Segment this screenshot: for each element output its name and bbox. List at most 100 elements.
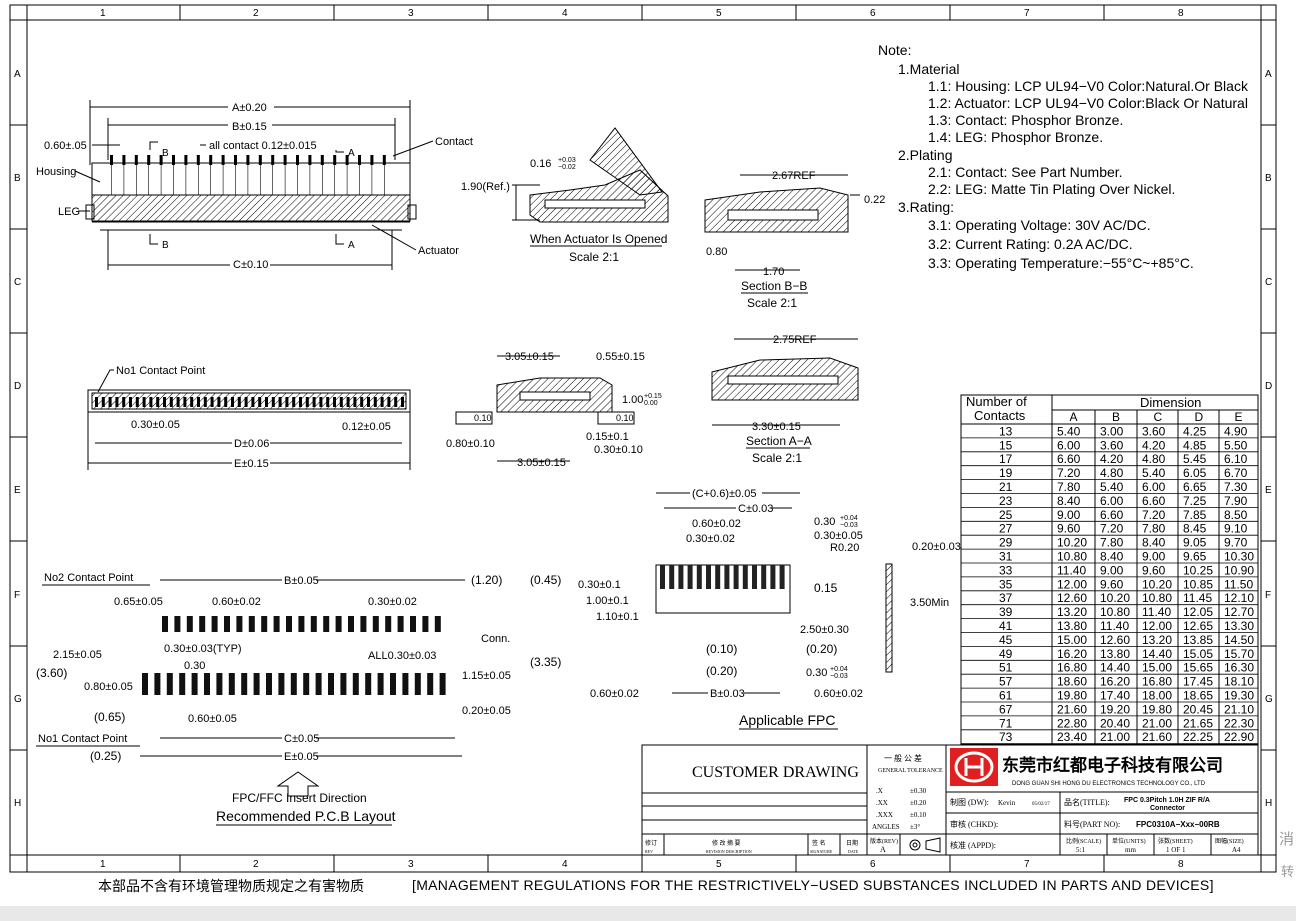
grid-col-label: 8: [1178, 859, 1184, 870]
notes-block: Note: 1.Material 1.1: Housing: LCP UL94−…: [878, 42, 1249, 271]
table-cell: 10.25: [1183, 563, 1213, 577]
table-cell: 21.60: [1142, 730, 1172, 744]
insert-arrow-icon: [276, 771, 320, 797]
table-cell: 16.20: [1100, 675, 1130, 689]
dim-fpc-030b-dn: −0.03: [840, 522, 858, 529]
grid-row-label: H: [1265, 798, 1272, 809]
pcb-pad: [328, 673, 334, 695]
dim-A: A±0.20: [232, 102, 267, 114]
table-cell: 6.10: [1224, 452, 1248, 466]
caption-fpc: Applicable FPC: [739, 712, 836, 728]
section-aa: 2.75REF 3.30±0.15 Section A−A Scale 2:1: [711, 334, 859, 465]
company-name-zh: 东莞市红都电子科技有限公司: [1002, 755, 1223, 775]
grid-col-label: 2: [253, 8, 259, 19]
dim-fpc-030b: 0.30: [814, 516, 835, 528]
table-cell: 23: [999, 494, 1013, 508]
table-cell: 18.10: [1224, 675, 1254, 689]
grid-col-label: 4: [562, 8, 568, 19]
grid-col-label: 7: [1024, 859, 1030, 870]
grid-col-label: 1: [100, 859, 106, 870]
table-cell: 15: [999, 438, 1013, 452]
table-cell: 16.80: [1142, 675, 1172, 689]
leg-right: [407, 204, 417, 220]
pcb-pad: [154, 673, 161, 695]
grid-row-label: H: [14, 798, 21, 809]
pcb-pad: [427, 673, 434, 695]
label-insert: FPC/FFC Insert Direction: [232, 791, 367, 805]
grid-row-label: F: [1265, 590, 1271, 601]
table-cell: 8.40: [1100, 550, 1124, 564]
dim-pcb-020: 0.20±0.05: [462, 705, 511, 717]
front-pin: [210, 397, 214, 407]
contact-pin: [147, 155, 151, 165]
dim-pcb-060a: 0.60±0.02: [212, 596, 261, 608]
table-cell: 9.60: [1100, 577, 1124, 591]
value-drawn-date: 05/02/17: [1032, 802, 1050, 807]
table-cell: 9.05: [1183, 536, 1207, 550]
pcb-pad: [286, 616, 292, 632]
caption-aa-scale: Scale 2:1: [752, 451, 802, 465]
leg-left: [85, 204, 95, 220]
table-cell: 4.80: [1100, 466, 1124, 480]
fpc-finger: [660, 565, 665, 589]
table-col-header: A: [1070, 410, 1078, 424]
dim-pcb-065: 0.65±0.05: [114, 596, 163, 608]
table-cell: 10.30: [1224, 550, 1254, 564]
table-cell: 5.45: [1183, 452, 1207, 466]
pcb-pad: [365, 673, 372, 695]
grid-row-label: C: [14, 277, 21, 288]
table-cell: 16.20: [1057, 647, 1087, 661]
table-cell: 37: [999, 591, 1013, 605]
dim-pcb-045: (0.45): [530, 573, 561, 587]
table-cell: 6.65: [1183, 480, 1207, 494]
label-conn: Conn.: [481, 633, 510, 645]
pcb-pad: [186, 616, 193, 632]
table-cell: 12.00: [1142, 619, 1172, 633]
table-cell: 9.00: [1100, 563, 1124, 577]
note-line: 1.4: LEG: Phosphor Bronze.: [928, 129, 1103, 145]
pcb-pad: [372, 616, 379, 632]
table-head-1: Number of: [966, 394, 1027, 409]
contact-pin: [172, 155, 175, 165]
table-cell: 17.40: [1100, 689, 1130, 703]
table-cell: 13.80: [1057, 619, 1087, 633]
table-cell: 12.60: [1057, 591, 1087, 605]
dim-pitch: all contact 0.12±0.015: [209, 140, 317, 152]
table-cell: 57: [999, 675, 1013, 689]
label-housing: Housing: [36, 166, 76, 178]
dim-fpc-030l: 0.30±0.1: [578, 579, 621, 591]
section-mark-b-bot: B: [162, 240, 169, 251]
value-title-1: FPC 0.3Pitch 1.0H ZIF R/A: [1124, 797, 1210, 804]
front-pin: [237, 397, 241, 407]
caption-bb-scale: Scale 2:1: [747, 296, 797, 310]
table-cell: 4.85: [1183, 438, 1207, 452]
rev-col: 签 名: [812, 839, 826, 847]
label-part-no: 料号(PART NO):: [1064, 819, 1120, 829]
dim-fpc-c: C±0.03: [738, 503, 773, 515]
dim-pcb-030: 0.30: [184, 660, 205, 672]
table-cell: 21: [999, 480, 1013, 494]
table-cell: 6.70: [1224, 466, 1248, 480]
pcb-pad: [434, 616, 441, 632]
table-cell: 29: [999, 536, 1013, 550]
front-pin: [319, 397, 323, 407]
pcb-pad: [414, 673, 421, 695]
table-cell: 10.20: [1100, 591, 1130, 605]
flatness-2: 0.10: [616, 413, 634, 423]
front-pin: [373, 397, 377, 407]
table-cell: 33: [999, 563, 1013, 577]
label-actuator: Actuator: [418, 245, 459, 257]
front-pin: [203, 397, 207, 407]
dim-pcb-030typ: 0.30±0.03(TYP): [164, 643, 242, 655]
dim-sd-100-up: +0.15: [644, 393, 662, 400]
dim-pcb-025: (0.25): [90, 749, 121, 763]
pcb-pad: [422, 616, 429, 632]
table-cell: 11.40: [1057, 563, 1086, 577]
dim-pcb-060b: 0.60±0.05: [188, 713, 237, 725]
pcb-pad: [241, 673, 248, 695]
contact-pin: [271, 155, 275, 165]
grid-row-label: G: [1265, 694, 1273, 705]
